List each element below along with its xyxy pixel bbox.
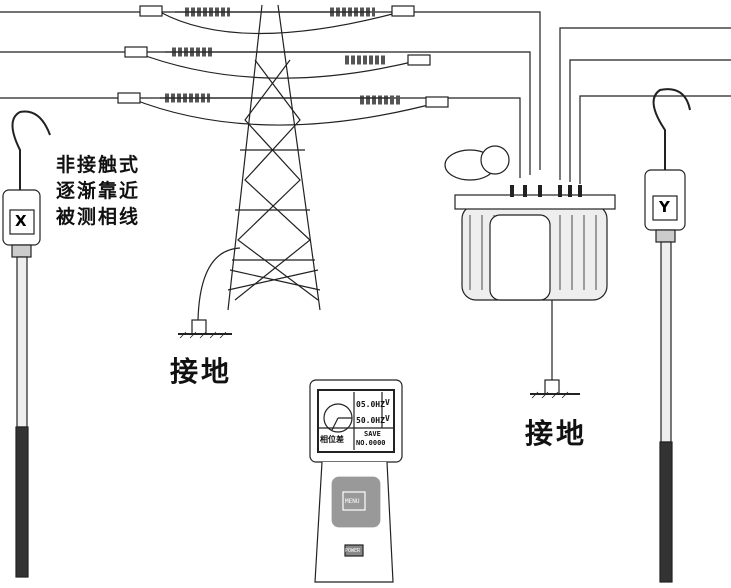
- freq-readout-1: 05.0HZ: [356, 400, 385, 409]
- note-line: 逐渐靠近: [56, 180, 141, 202]
- record-number: NO.0000: [356, 439, 386, 447]
- probe-y-label: Y: [659, 198, 670, 216]
- ground-label-right: 接地: [525, 417, 588, 450]
- side-label-2: V: [385, 414, 390, 423]
- probe-x: [2, 110, 51, 578]
- note-line: 被测相线: [56, 206, 141, 228]
- transformer: [444, 145, 616, 399]
- power-button[interactable]: POWER: [345, 548, 361, 554]
- ground-left: [178, 247, 241, 339]
- transmission-tower: [160, 4, 390, 311]
- side-label-1: V: [385, 398, 390, 407]
- insulators: [117, 5, 449, 108]
- phase-diff-label: 相位差: [320, 435, 344, 444]
- handheld-tester: [309, 379, 403, 583]
- probe-x-label: X: [15, 212, 27, 230]
- ground-label-left: 接地: [170, 355, 233, 388]
- menu-button[interactable]: MENU: [345, 498, 360, 505]
- note-line: 非接触式: [56, 154, 141, 176]
- freq-readout-2: 50.0HZ: [356, 416, 385, 425]
- save-label: SAVE: [364, 430, 381, 438]
- instruction-note: 非接触式 逐渐靠近 被测相线: [56, 152, 140, 230]
- probe-y: [644, 88, 691, 583]
